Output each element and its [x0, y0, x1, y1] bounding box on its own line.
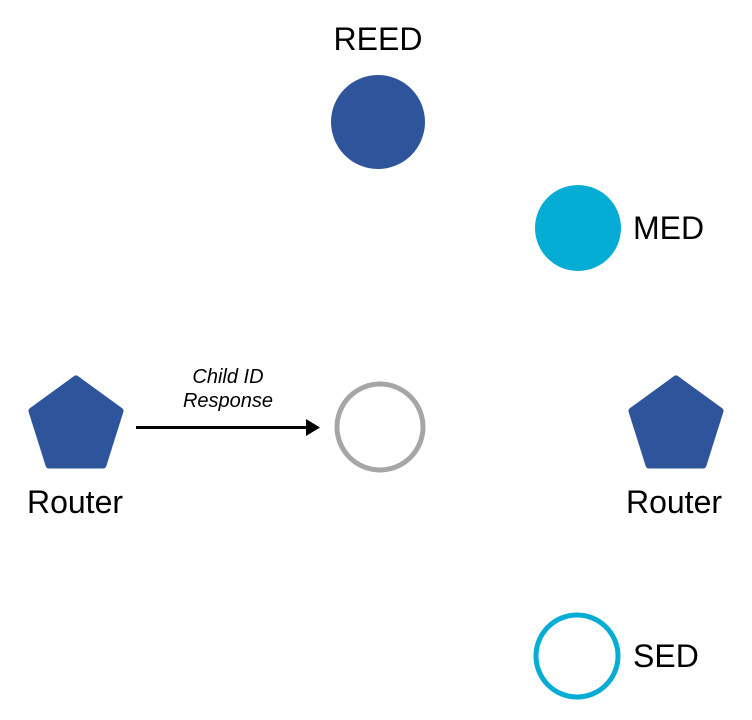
node-router-left-label: Router — [26, 484, 124, 520]
edge-label-line-1: Child ID — [192, 366, 264, 388]
edge-label-child-id-response: Child ID Response — [148, 365, 308, 413]
sed-circle-icon[interactable] — [533, 612, 621, 700]
node-sed-label: SED — [633, 638, 699, 674]
edge-label-line-2: Response — [182, 390, 274, 412]
node-router-right-label: Router — [625, 484, 723, 520]
joining-device-circle-icon[interactable] — [334, 381, 426, 473]
node-reed-label: REED — [333, 21, 423, 57]
reed-circle-icon[interactable] — [331, 75, 425, 169]
med-circle-icon[interactable] — [535, 185, 621, 271]
node-med-label: MED — [633, 210, 705, 246]
router-pentagon-icon[interactable] — [628, 375, 724, 469]
arrow-right-icon — [130, 412, 330, 444]
router-pentagon-icon[interactable] — [28, 375, 124, 469]
